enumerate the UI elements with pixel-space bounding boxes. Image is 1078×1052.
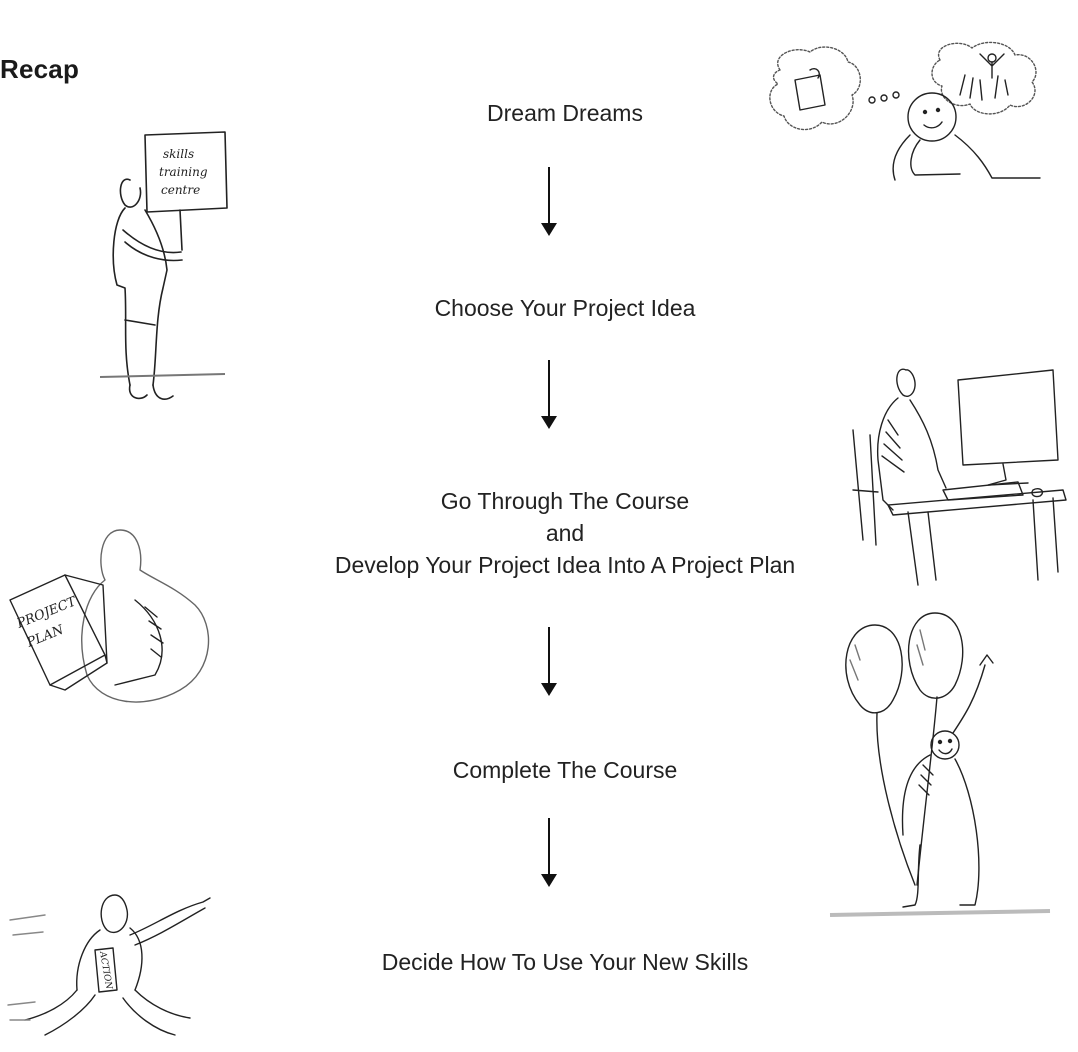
project-plan-reader-illustration: PROJECT PLAN — [5, 525, 220, 720]
sign-holder-illustration: skills training centre — [85, 120, 235, 420]
step-complete-course: Complete The Course — [215, 754, 915, 786]
step-text: Choose Your Project Idea — [434, 295, 696, 321]
sign-text: centre — [161, 183, 200, 197]
action-runner-illustration: ACTION — [5, 880, 225, 1045]
computer-worker-illustration — [848, 340, 1073, 590]
balloon-celebrant-illustration — [825, 605, 1060, 925]
arrow-down-icon — [541, 818, 557, 887]
step-text: Develop Your Project Idea Into A Project… — [334, 552, 796, 578]
sign-text: skills — [163, 147, 194, 161]
step-text: and — [545, 520, 585, 546]
step-text: Dream Dreams — [487, 100, 643, 126]
step-decide-new-skills: Decide How To Use Your New Skills — [215, 946, 915, 978]
arrow-down-icon — [541, 360, 557, 429]
arrow-down-icon — [541, 627, 557, 696]
step-text: Complete The Course — [452, 757, 678, 783]
step-text: Decide How To Use Your New Skills — [381, 949, 749, 975]
arrow-down-icon — [541, 167, 557, 236]
step-go-through-course: Go Through The Course and Develop Your P… — [215, 485, 915, 581]
step-text: Go Through The Course — [440, 488, 690, 514]
page-title: Recap — [0, 54, 80, 84]
step-choose-project-idea: Choose Your Project Idea — [215, 292, 915, 324]
dreamer-illustration — [760, 40, 1070, 185]
runner-text: ACTION — [97, 950, 114, 991]
step-dream-dreams: Dream Dreams — [215, 97, 915, 129]
book-text: PROJECT — [14, 594, 80, 632]
sign-text: training — [159, 165, 208, 179]
